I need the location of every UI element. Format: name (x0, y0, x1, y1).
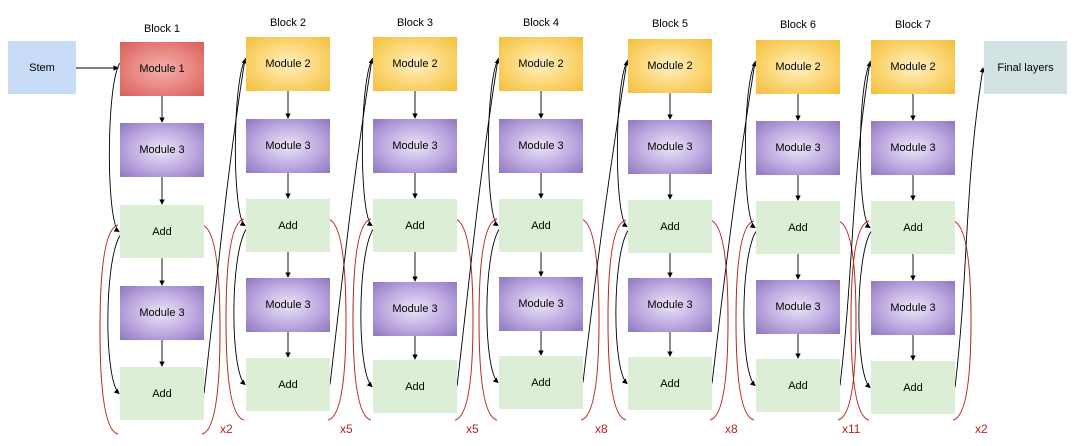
block-6-skip-2 (743, 231, 757, 387)
block-4-bracket-left (478, 218, 498, 421)
block-3-to-next-arrow (456, 58, 500, 387)
block-2-skip-2 (233, 229, 247, 386)
block-3-add-a: Add (373, 199, 457, 252)
block-4-skip-1 (487, 57, 500, 226)
block-7-repeat-label: x2 (975, 422, 988, 436)
block-2-bracket-right (327, 218, 347, 421)
block-4-title: Block 4 (522, 17, 560, 29)
block-7-bracket-right (952, 220, 972, 421)
block-2-first-module: Module 2 (246, 37, 330, 91)
block-7-bracket-left (850, 220, 870, 421)
block-3-skip-2 (360, 229, 374, 388)
block-6-module3-b: Module 3 (756, 280, 840, 334)
block-7-add-a: Add (871, 201, 955, 254)
block-7-add-b: Add (871, 361, 955, 414)
block-2-module3-b: Module 3 (246, 278, 330, 332)
block-4-module3-b: Module 3 (499, 277, 583, 331)
block-2-skip-1 (234, 57, 247, 226)
block-1-skip-2 (107, 235, 121, 395)
block-7-module3-b: Module 3 (871, 281, 955, 335)
block-6-skip-1 (744, 60, 757, 228)
block-6-to-next-arrow (839, 61, 872, 386)
block-6-module3-a: Module 3 (756, 121, 840, 175)
block-5-bracket-left (607, 219, 627, 421)
block-4-bracket-right (580, 218, 600, 421)
block-1-title: Block 1 (143, 23, 181, 35)
block-5-repeat-label: x8 (725, 422, 738, 436)
block-3-add-b: Add (373, 360, 457, 413)
block-7-title: Block 7 (894, 19, 932, 31)
block-6-bracket-left (735, 220, 755, 421)
block-3-module3-a: Module 3 (373, 119, 457, 173)
block-2-repeat-label: x5 (340, 422, 353, 436)
block-2-bracket-left (225, 218, 245, 421)
block-5-first-module: Module 2 (628, 39, 712, 93)
block-1-to-next-arrow (203, 58, 247, 394)
block-1-add-a: Add (120, 205, 204, 258)
block-5-skip-2 (615, 230, 629, 385)
block-6-title: Block 6 (779, 19, 817, 31)
block-1-first-module: Module 1 (120, 42, 204, 96)
block-3-bracket-right (454, 218, 474, 421)
block-5-to-next-arrow (711, 61, 757, 384)
block-6-add-a: Add (756, 201, 840, 254)
block-7-module3-a: Module 3 (871, 121, 955, 175)
block-5-bracket-right (709, 219, 729, 421)
block-5-title: Block 5 (651, 18, 689, 30)
block-1-module3-b: Module 3 (120, 286, 204, 340)
block-3-first-module: Module 2 (373, 37, 457, 91)
block-6-add-b: Add (756, 359, 840, 412)
block-2-to-next-arrow (329, 58, 374, 385)
block-1-repeat-label: x2 (220, 422, 233, 436)
block-5-skip-1 (616, 59, 629, 227)
block-4-skip-2 (486, 229, 500, 384)
block-2-add-a: Add (246, 199, 330, 252)
block-7-to-next-arrow (954, 67, 985, 388)
block-1-module3-a: Module 3 (120, 123, 204, 177)
block-1-add-b: Add (120, 367, 204, 420)
block-2-module3-a: Module 3 (246, 119, 330, 173)
block-4-repeat-label: x8 (595, 422, 608, 436)
block-3-title: Block 3 (396, 17, 434, 29)
block-3-module3-b: Module 3 (373, 282, 457, 336)
block-4-module3-a: Module 3 (499, 119, 583, 173)
block-6-bracket-right (837, 220, 857, 421)
block-2-add-b: Add (246, 358, 330, 411)
block-4-first-module: Module 2 (499, 37, 583, 91)
final-layers-node: Final layers (984, 41, 1067, 94)
block-5-add-a: Add (628, 200, 712, 253)
block-4-to-next-arrow (582, 60, 629, 383)
block-3-skip-1 (361, 57, 374, 226)
block-6-repeat-label: x11 (842, 422, 861, 436)
block-2-title: Block 2 (269, 17, 307, 29)
block-7-first-module: Module 2 (871, 40, 955, 94)
block-5-add-b: Add (628, 357, 712, 410)
block-5-module3-a: Module 3 (628, 120, 712, 174)
block-7-skip-1 (859, 60, 872, 228)
block-1-skip-1 (108, 62, 121, 232)
block-1-bracket-left (99, 224, 119, 435)
block-6-first-module: Module 2 (756, 40, 840, 94)
block-4-add-a: Add (499, 199, 583, 252)
block-1-bracket-right (201, 224, 221, 435)
block-7-skip-2 (858, 231, 872, 389)
block-3-repeat-label: x5 (466, 422, 479, 436)
block-4-add-b: Add (499, 356, 583, 409)
stem-node: Stem (8, 41, 76, 94)
block-3-bracket-left (352, 218, 372, 421)
block-5-module3-b: Module 3 (628, 278, 712, 332)
